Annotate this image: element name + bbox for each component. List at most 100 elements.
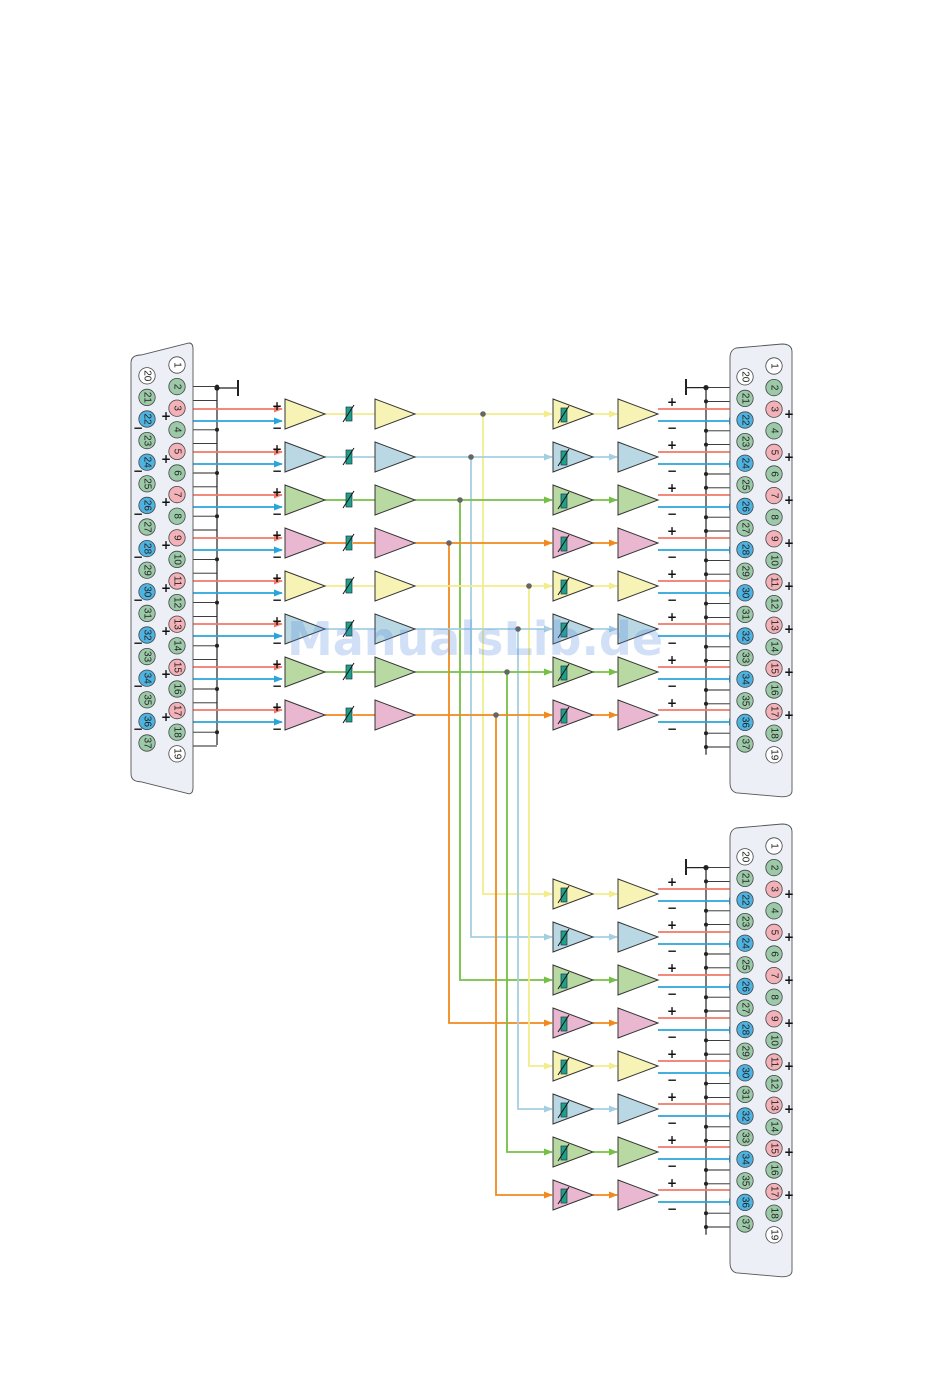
- pin-label: 15: [172, 662, 183, 674]
- polarity-sign: +: [161, 667, 171, 681]
- connector-pin: 27: [736, 519, 754, 537]
- input-amplifier: [284, 570, 327, 602]
- connector-pin: 36: [736, 1193, 754, 1212]
- polarity-sign: +: [667, 875, 677, 889]
- pin-circle: [736, 999, 754, 1017]
- pin-circle: [765, 681, 783, 699]
- connector-pin: 33: [138, 647, 156, 666]
- pin-label: 29: [740, 1046, 751, 1058]
- junction-dot: [704, 529, 708, 533]
- pin-circle: [168, 615, 186, 633]
- pin-circle: [736, 368, 754, 386]
- pin-label: 9: [172, 535, 183, 541]
- pin-circle: [736, 713, 754, 732]
- input-amplifier: [284, 699, 327, 731]
- pin-label: 18: [172, 727, 183, 739]
- connector-pin: 23: [736, 432, 754, 451]
- polarity-sign: +: [667, 1004, 677, 1018]
- connector-pin: 24: [736, 454, 754, 472]
- pin-circle: [138, 410, 156, 428]
- pin-circle: [168, 356, 186, 374]
- fader-icon: [345, 664, 353, 680]
- connector-pin: 16: [765, 1161, 783, 1179]
- junction-dot: [704, 644, 708, 649]
- polarity-sign: −: [667, 679, 677, 693]
- output-driver: [617, 1007, 660, 1039]
- connector-pin: 5: [168, 442, 186, 460]
- output-buffer: [552, 1136, 595, 1168]
- polarity-sign: −: [667, 987, 677, 1001]
- polarity-sign: +: [272, 571, 282, 585]
- pin-circle: [736, 977, 754, 996]
- fader-slash: [557, 405, 570, 424]
- fader-icon: [560, 407, 568, 423]
- pin-label: 17: [769, 1186, 780, 1198]
- connector-pin: 8: [168, 507, 186, 525]
- pin-circle: [765, 837, 783, 855]
- buffer-amplifier: [374, 441, 417, 473]
- pin-circle: [736, 670, 754, 688]
- connector-pin: 28: [736, 540, 754, 559]
- connector-pin: 22: [138, 410, 156, 428]
- polarity-sign: +: [784, 930, 794, 944]
- pin-circle: [138, 431, 156, 450]
- pin-label: 22: [740, 414, 751, 426]
- pin-label: 29: [142, 565, 153, 577]
- output-buffer: [552, 878, 595, 910]
- polarity-sign: −: [133, 593, 143, 607]
- output-driver: [617, 964, 660, 996]
- output-driver: [617, 527, 660, 559]
- polarity-sign: +: [784, 493, 794, 507]
- fader-icon: [560, 1059, 568, 1075]
- polarity-sign: +: [667, 1090, 677, 1104]
- junction-dot: [704, 399, 708, 404]
- fader-icon: [560, 973, 568, 989]
- pin-circle: [765, 880, 783, 898]
- polarity-sign: +: [784, 973, 794, 987]
- connector-pin: 9: [765, 1010, 783, 1028]
- connector-pin: 8: [765, 988, 783, 1006]
- polarity-sign: +: [784, 622, 794, 636]
- pin-label: 30: [740, 1067, 751, 1079]
- connector-pin: 34: [138, 669, 156, 687]
- pin-label: 19: [769, 1229, 780, 1241]
- junction-dot: [704, 472, 708, 476]
- pin-circle: [138, 734, 156, 752]
- input-amplifier: [284, 441, 327, 473]
- connector-pin: 33: [736, 648, 754, 667]
- pin-circle: [765, 1096, 783, 1114]
- pin-label: 22: [740, 894, 751, 906]
- polarity-sign: +: [784, 1016, 794, 1030]
- output-buffer: [552, 964, 595, 996]
- connector-pin: 15: [765, 659, 783, 678]
- pin-circle: [765, 702, 783, 721]
- pin-label: 19: [769, 749, 780, 761]
- polarity-sign: +: [667, 438, 677, 452]
- fader-icon: [560, 930, 568, 946]
- fader-icon: [345, 707, 353, 723]
- pin-circle: [168, 485, 186, 504]
- connector-pin: 19: [765, 746, 783, 764]
- pin-label: 6: [769, 951, 780, 957]
- junction-dot: [704, 572, 708, 577]
- polarity-sign: +: [784, 708, 794, 722]
- junction-dot: [704, 558, 708, 563]
- connector-pin: 34: [736, 670, 754, 688]
- polarity-sign: +: [667, 1133, 677, 1147]
- connector-pin: 3: [765, 880, 783, 898]
- output-driver: [617, 484, 660, 516]
- output-buffer: [552, 921, 595, 953]
- polarity-sign: +: [667, 1047, 677, 1061]
- output-driver: [617, 1093, 660, 1125]
- pin-label: 16: [172, 683, 183, 695]
- connector-pin: 21: [138, 388, 156, 406]
- junction-dot: [704, 615, 708, 620]
- connector-pin: 18: [765, 724, 783, 742]
- pin-circle: [765, 1118, 783, 1136]
- pin-circle: [736, 692, 754, 710]
- pin-label: 31: [142, 608, 153, 620]
- output-buffer: [552, 527, 595, 559]
- pin-circle: [765, 858, 783, 877]
- pin-label: 15: [769, 663, 780, 675]
- pin-circle: [765, 357, 783, 375]
